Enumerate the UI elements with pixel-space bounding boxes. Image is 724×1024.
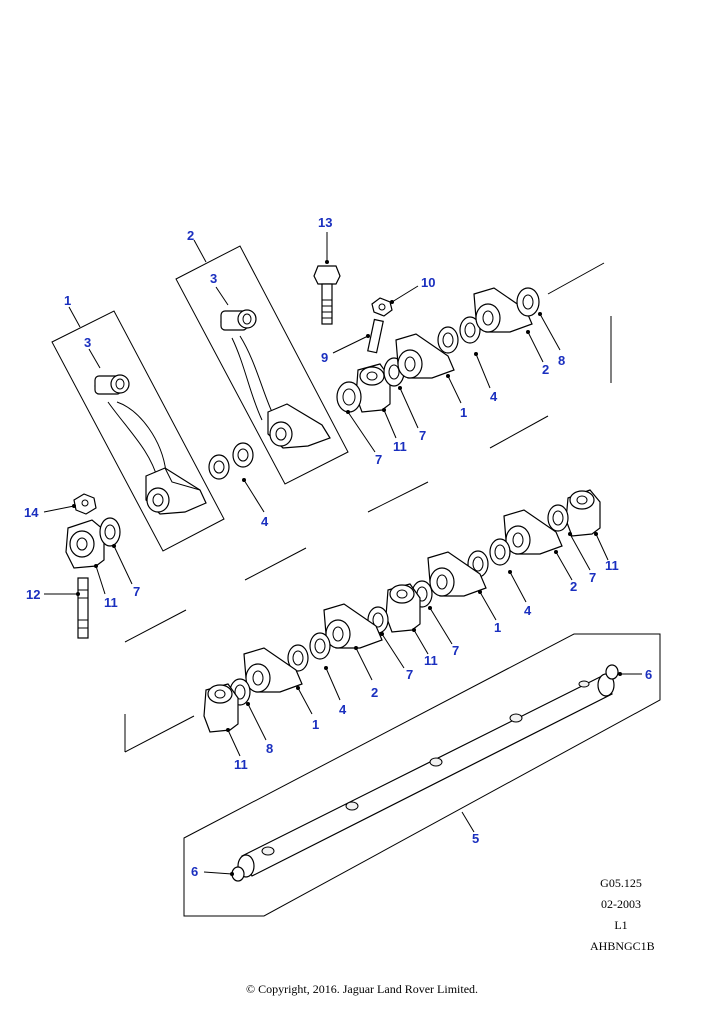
double-washer-part [208,442,265,513]
callout-11: 11 [234,757,248,772]
callout-1: 1 [312,717,319,732]
callout-7: 7 [589,570,596,585]
rocker-arm-part [267,403,331,449]
diagram-date: 02-2003 [601,897,641,911]
callout-2: 2 [570,579,577,594]
left-loose-parts [43,493,307,643]
callout-8: 8 [266,741,273,756]
callout-4: 4 [524,603,532,618]
lower-rocker-stack [124,603,383,757]
callout-2: 2 [542,362,549,377]
callout-11: 11 [104,595,118,610]
callout-14: 14 [24,505,39,520]
callout-3: 3 [210,271,217,286]
upper-rocker-stack [336,262,612,513]
callout-12: 12 [26,587,40,602]
callout-7: 7 [452,643,459,658]
callout-1: 1 [494,620,501,635]
stud-part [332,318,384,354]
rocker-assembly-box-2 [175,239,349,485]
rocker-assembly-box-1 [51,306,225,552]
callout-7: 7 [375,452,382,467]
callout-labels: 1 3 2 3 13 10 9 8 2 4 1 7 11 7 4 14 7 11… [24,215,652,879]
callout-9: 9 [321,350,328,365]
diagram-level: L1 [614,918,628,932]
callout-6: 6 [191,864,198,879]
callout-5: 5 [472,831,479,846]
callout-6: 6 [645,667,652,682]
callout-4: 4 [339,702,347,717]
rocker-shaft-box [183,633,661,917]
callout-1: 1 [64,293,71,308]
callout-2: 2 [371,685,378,700]
callout-4: 4 [261,514,269,529]
bolt-part [313,232,341,325]
callout-7: 7 [419,428,426,443]
callout-4: 4 [490,389,498,404]
diagram-code: AHBNGC1B [590,939,655,953]
callout-10: 10 [421,275,435,290]
rocker-arm-part [145,467,207,515]
bush-part [220,309,257,331]
callout-11: 11 [393,439,407,454]
callout-7: 7 [133,584,140,599]
rocker-shaft-part [237,673,615,878]
callout-8: 8 [558,353,565,368]
diagram-reference: G05.125 [600,876,642,890]
bush-part [94,374,130,395]
nut-part [371,285,419,317]
callout-1: 1 [460,405,467,420]
callout-11: 11 [424,653,438,668]
middle-rocker-stack [367,489,609,669]
callout-13: 13 [318,215,332,230]
copyright-notice: © Copyright, 2016. Jaguar Land Rover Lim… [245,982,479,996]
callout-11: 11 [605,558,619,573]
callout-3: 3 [84,335,91,350]
callout-2: 2 [187,228,194,243]
callout-7: 7 [406,667,413,682]
